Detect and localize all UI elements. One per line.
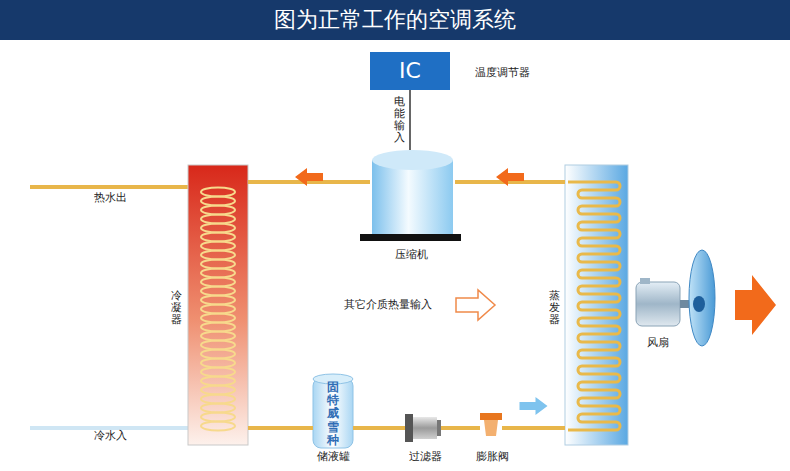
coil-turn — [201, 377, 235, 386]
flow-arrow — [496, 168, 524, 186]
coil-turn — [201, 260, 235, 269]
coil-turn — [201, 422, 235, 431]
cold-water-pipe — [30, 426, 188, 430]
coil-turn — [201, 314, 235, 323]
fan-motor-foot — [640, 278, 650, 284]
valve-node: 膨胀阀 — [480, 413, 502, 436]
filter-cap — [405, 414, 413, 442]
condenser-body — [188, 165, 248, 445]
coil-turn — [201, 413, 235, 422]
condenser-coil — [201, 188, 235, 431]
coil-turn — [201, 296, 235, 305]
coil-turn — [201, 197, 235, 206]
tank-node: 固特威雪种储液罐 — [313, 374, 353, 449]
coil-turn — [201, 278, 235, 287]
coil-turn — [201, 404, 235, 413]
flow-arrow — [295, 168, 323, 186]
heat-input-arrow — [456, 290, 495, 320]
coil-turn — [201, 269, 235, 278]
coil-turn — [201, 395, 235, 404]
pipe-connector — [248, 426, 313, 430]
ic-text: IC — [399, 58, 421, 84]
part-name: 压缩机 — [395, 248, 428, 261]
filter-node: 过滤器 — [405, 413, 441, 442]
coil-turn — [201, 323, 235, 332]
condenser-node: 冷凝器 — [188, 165, 248, 445]
coil-turn — [201, 188, 235, 197]
evaporator-body — [565, 165, 628, 445]
flow-arrow — [520, 397, 548, 415]
part-name: 温度调节器 — [475, 66, 530, 79]
title-text: 图为正常工作的空调系统 — [274, 7, 516, 33]
edge-label: 电能输入 — [394, 96, 405, 144]
coil-turn — [201, 350, 235, 359]
tank-brand: 固特威雪种 — [327, 381, 339, 447]
part-name: 膨胀阀 — [476, 450, 509, 463]
valve-top — [480, 413, 502, 420]
airflow-arrow — [735, 275, 776, 335]
hot-water-pipe — [30, 185, 188, 189]
filter-body — [413, 417, 437, 439]
coil-turn — [201, 287, 235, 296]
part-name: 冷凝器 — [171, 290, 182, 326]
compressor-node: 压缩机 — [370, 150, 455, 235]
coil-turn — [201, 233, 235, 242]
coil-turn — [201, 368, 235, 377]
coil-turn — [201, 305, 235, 314]
part-name: 蒸发器 — [549, 290, 560, 326]
pipe-connector — [441, 426, 480, 430]
coil-turn — [201, 215, 235, 224]
filter-cap — [437, 420, 441, 436]
compressor-base — [360, 234, 461, 241]
pipe-label: 热水出 — [94, 191, 127, 204]
pipe-connector — [353, 426, 405, 430]
tank-body — [313, 378, 353, 448]
pipe-connector — [502, 426, 565, 430]
coil-turn — [201, 242, 235, 251]
coil-turn — [201, 332, 235, 341]
ic-node: IC温度调节器 — [370, 52, 450, 90]
fan-hub — [693, 296, 705, 312]
evaporator-node: 蒸发器 — [565, 165, 628, 445]
pipe-connector — [409, 90, 411, 150]
coil-turn — [201, 206, 235, 215]
note-label: 其它介质热量输入 — [344, 298, 432, 311]
coil-turn — [201, 359, 235, 368]
fan-blade — [689, 250, 715, 346]
fan-node: 风扇 — [633, 250, 715, 346]
coil-turn — [201, 251, 235, 260]
coil-turn — [201, 341, 235, 350]
coil-turn — [201, 386, 235, 395]
coil-turn — [201, 224, 235, 233]
valve-body — [484, 420, 498, 436]
part-name: 风扇 — [647, 336, 669, 349]
compressor-body — [372, 160, 453, 235]
evaporator-coil — [568, 182, 620, 430]
part-name: 过滤器 — [409, 450, 442, 463]
fan-motor — [636, 282, 680, 326]
compressor-dome — [372, 150, 453, 170]
ic-box — [370, 52, 450, 90]
pipe-label: 冷水入 — [94, 429, 127, 442]
part-name: 储液罐 — [317, 450, 350, 463]
